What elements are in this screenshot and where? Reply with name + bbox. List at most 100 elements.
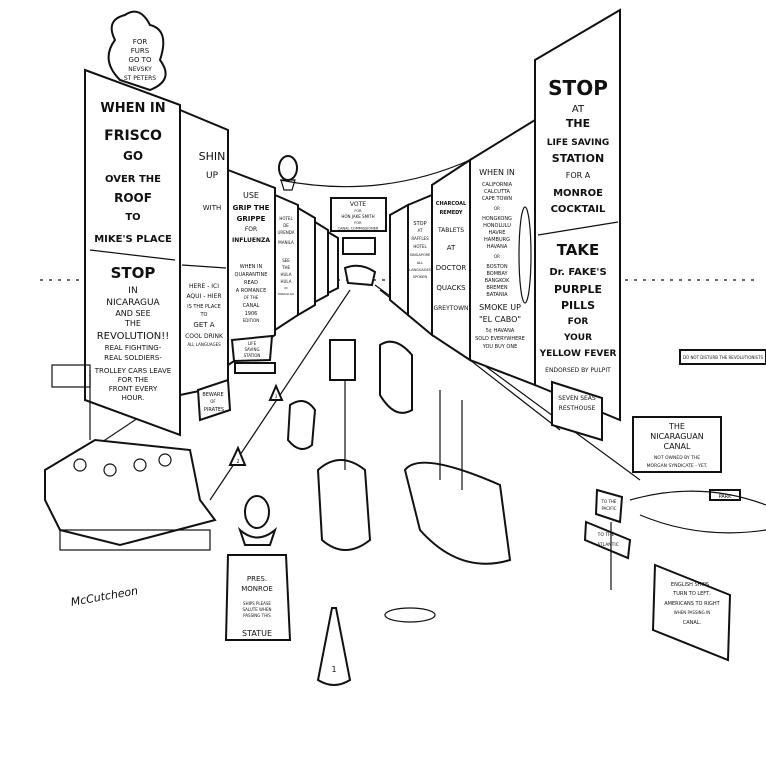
sign-text: A ROMANCE — [236, 288, 267, 294]
sign-text: WHEN IN — [479, 168, 515, 177]
sign-text: RESTHOUSE — [559, 405, 596, 412]
sign-text: SOLD EVERYWHERE — [475, 336, 525, 342]
sign-text: MONROE — [553, 188, 603, 199]
sign-text: WHEN IN — [100, 101, 165, 116]
beware-pirates-sign: BEWARE OF PIRATES — [196, 378, 232, 422]
billboard-frisco: WHEN IN FRISCO GO OVER THE ROOF TO MIKE'… — [84, 68, 181, 437]
furs-sign: FOR FURS GO TO NEVSKY ST PETERS — [107, 10, 167, 92]
sign-text: BREMEN — [486, 285, 508, 291]
us-flag-icon — [51, 364, 91, 388]
banner-cable — [279, 159, 471, 188]
sign-text: GRIPPE — [237, 215, 266, 223]
sign-text: SHIPS PLEASE — [243, 601, 271, 606]
sign-text: AQUI - HIER — [186, 293, 221, 300]
sign-text: TURN TO LEFT, — [672, 591, 711, 597]
sign-text: SAVING — [244, 347, 259, 352]
sign-text: CANAL — [243, 303, 260, 309]
sign-text: GO TO — [129, 56, 152, 64]
sign-text: CAPE TOWN — [482, 196, 513, 202]
billboard-nicaragua: STOP IN NICARAGUA AND SEE THE REVOLUTION… — [94, 264, 171, 402]
sign-text: AMERICANS TO RIGHT — [664, 601, 720, 607]
sign-text: 2 — [236, 459, 239, 465]
sign-text: FOR — [354, 209, 362, 213]
sign-text: STATUE — [242, 629, 272, 638]
sign-text: OVER THE — [105, 174, 161, 185]
sign-text: FRISCO — [104, 128, 162, 144]
sign-text: OF — [210, 399, 216, 404]
vote-banner: VOTE FOR HON JAKE SMITH FOR CANAL COMMIS… — [330, 197, 387, 255]
monroe-statue: PRES. MONROE SHIPS PLEASE SALUTE WHEN PA… — [224, 495, 292, 641]
sign-text: HAVANA — [487, 244, 508, 250]
fort — [44, 364, 217, 551]
sign-text: CALCUTTA — [484, 189, 510, 195]
sign-text: FRONT EVERY — [109, 385, 158, 393]
buoys: 1 2 3 — [228, 383, 352, 686]
sign-text: STOP — [111, 264, 156, 282]
sign-text: BOSTON — [486, 264, 507, 270]
english-ships-sign: ENGLISH SHIPS TURN TO LEFT, AMERICANS TO… — [651, 563, 732, 662]
sign-text: BEWARE — [202, 392, 223, 398]
sign-text: GRIP THE — [233, 204, 270, 212]
sign-text: INFLUENZA — [232, 237, 270, 244]
sign-text: ALL — [417, 261, 423, 265]
to-the-pacific-sign: TO THE PACIFIC — [594, 488, 624, 524]
park-sign: PARK — [629, 489, 766, 534]
sign-text: HAVRE — [489, 230, 506, 236]
sign-text: HERE - ICI — [189, 283, 219, 290]
sign-text: FOR — [354, 221, 362, 225]
sign-text: THE — [281, 265, 290, 270]
billboard-doctor-quacks: CHARCOAL REMEDY TABLETS AT DOCTOR QUACKS… — [431, 158, 471, 362]
sign-text: HOUR. — [122, 394, 145, 402]
sign-text: CANAL. — [683, 620, 702, 626]
sign-text: PRES. — [247, 575, 267, 583]
sign-text: OR — [494, 254, 500, 259]
sign-text: STATION — [244, 353, 261, 358]
sign-text: MORGAN SYNDICATE - YET. — [647, 463, 708, 469]
sign-text: PIRATES — [204, 407, 224, 413]
sign-text: HOTEL — [279, 216, 293, 221]
sign-text: PURPLE — [554, 283, 602, 296]
sign-text: WITH — [203, 204, 222, 212]
sign-text: SEVEN SEAS — [558, 395, 596, 402]
sign-text: SALUTE WHEN — [242, 607, 271, 612]
sign-text: READ — [244, 280, 258, 286]
sign-text: TABLETS — [437, 227, 464, 234]
sign-text: Dr. FAKE'S — [549, 267, 606, 278]
sign-text: PACIFIC — [601, 506, 616, 511]
sign-text: DOCTOR — [436, 264, 467, 272]
sign-text: ST PETERS — [124, 75, 156, 82]
billboard-raffles: STOP AT RAFFLES HOTEL SINGAPORE ALL LANG… — [389, 193, 433, 338]
ships — [286, 264, 512, 623]
billboard-grippe: USE GRIP THE GRIPPE FOR INFLUENZA WHEN I… — [227, 168, 276, 367]
sign-text: THE — [566, 117, 590, 130]
sign-text: YOUR — [563, 333, 592, 343]
sign-text: HON JAKE SMITH — [341, 214, 374, 219]
sign-text: COCKTAIL — [551, 204, 606, 215]
sign-text: BOMBAY — [486, 271, 508, 277]
sign-text: SINGAPORE — [410, 253, 431, 257]
sign-text: OF THE — [244, 295, 259, 300]
sign-text: USE — [243, 191, 259, 200]
billboard-shin-up: SHIN UP WITH HERE - ICI AQUI - HIER IS T… — [179, 108, 229, 397]
sign-text: AND SEE — [115, 309, 150, 318]
sign-text: MIKE'S PLACE — [94, 234, 172, 245]
sign-text: REAL SOLDIERS- — [104, 354, 162, 362]
sign-text: WHEN IN — [240, 264, 263, 270]
sign-text: GREYTOWN — [433, 305, 468, 312]
billboard-fake-pills: TAKE Dr. FAKE'S PURPLE PILLS FOR YOUR YE… — [539, 241, 617, 374]
sign-text: CANAL COMMISSIONER — [338, 227, 379, 231]
cigar-icon — [518, 206, 532, 304]
revolutionists-sign: DO NOT DISTURB THE REVOLUTIONISTS — [679, 349, 766, 365]
sign-text: SEE — [282, 258, 290, 263]
sign-text: MONROE — [241, 585, 273, 593]
bust-on-billboard — [278, 155, 298, 191]
sign-text: URENDA — [278, 230, 295, 235]
sign-text: ALL LANGUAGES — [187, 342, 221, 347]
sign-text: UP — [206, 171, 219, 181]
sign-text: STATION — [552, 152, 604, 165]
sign-text: FOR — [568, 317, 589, 327]
sign-text: HONGKONG — [482, 216, 512, 222]
sign-text: HAMBURG — [484, 237, 510, 243]
sign-text: NICARAGUA — [106, 298, 160, 308]
